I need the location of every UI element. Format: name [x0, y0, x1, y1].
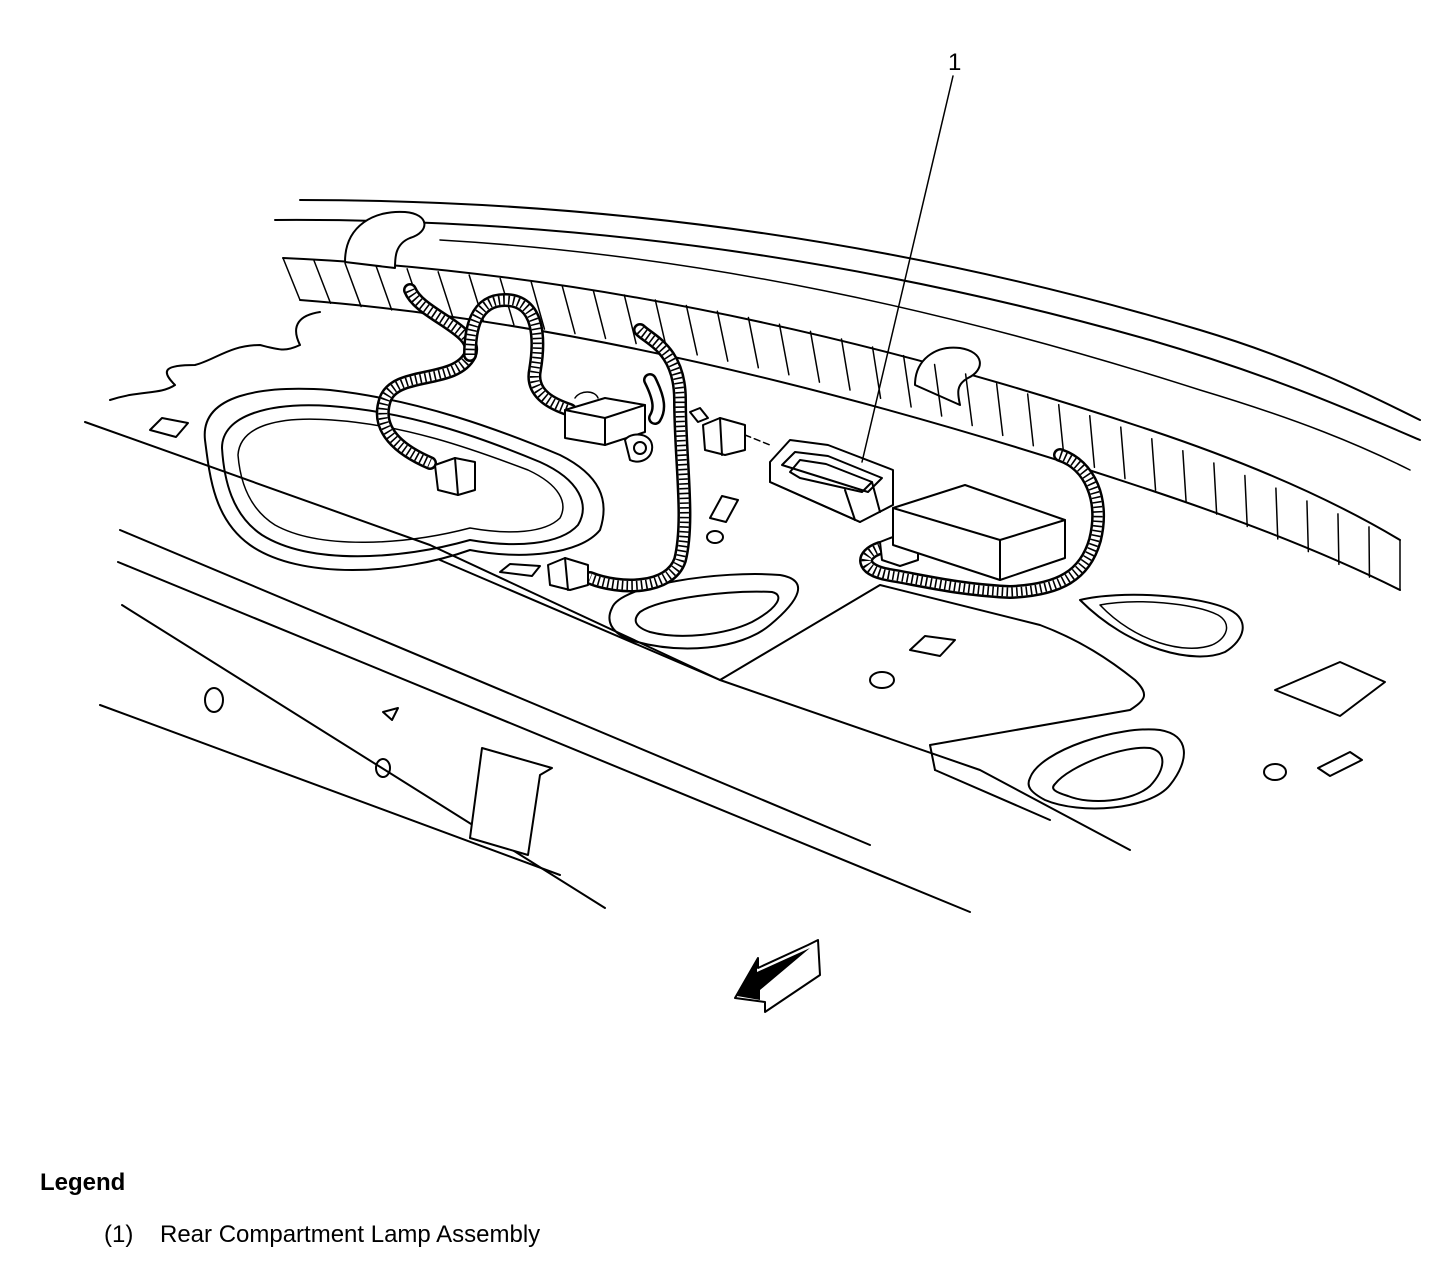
legend-item-label: Rear Compartment Lamp Assembly — [160, 1221, 541, 1248]
shelf-rib — [964, 373, 973, 427]
shelf-rib — [344, 262, 362, 308]
shelf-rib — [1088, 414, 1096, 469]
shelf-rib — [1306, 500, 1310, 553]
trim-clip-right — [914, 346, 981, 406]
shelf-rib — [623, 294, 637, 345]
shelf-rib — [933, 363, 943, 417]
shelf-rib — [530, 281, 546, 330]
shelf-rib — [1026, 393, 1035, 447]
rear-compartment-lamp-assembly — [769, 439, 894, 523]
shelf-rib — [592, 289, 607, 340]
shelf-rib — [654, 299, 668, 350]
shelf-rib — [375, 265, 393, 311]
shelf-rib — [1151, 438, 1157, 491]
shelf-rib — [1244, 474, 1248, 528]
shelf-rib — [282, 257, 301, 301]
vent-openings — [608, 573, 1244, 810]
module-box-right — [892, 484, 1066, 581]
forward-arrow-icon — [734, 939, 821, 1013]
wiring-harness — [375, 283, 1106, 599]
shelf-rib — [437, 271, 454, 318]
shelf-rib — [1213, 462, 1218, 515]
trim-clip-left — [344, 210, 426, 269]
shelf-rib — [1337, 513, 1340, 566]
shelf-rib — [561, 285, 576, 335]
rear-compartment-illustration: 1 — [84, 49, 1421, 1013]
shelf-rib — [716, 310, 729, 362]
spare-tire-well — [203, 387, 605, 571]
shelf-rib — [778, 323, 790, 376]
floor-slots — [149, 417, 1386, 856]
legend-item-number: (1) — [104, 1221, 134, 1248]
shelf-rib — [1182, 450, 1187, 503]
floor-panel — [84, 311, 1145, 913]
callout-1: 1 — [861, 49, 961, 463]
shelf-rib — [313, 259, 332, 305]
shelf-rib — [685, 304, 698, 356]
shelf-ribs — [282, 257, 1401, 591]
legend-item: (1) Rear Compartment Lamp Assembly — [40, 1218, 1420, 1252]
legend-title: Legend — [40, 1169, 126, 1196]
shelf-rib — [840, 338, 851, 391]
callout-number-1: 1 — [948, 49, 961, 76]
module-box-left — [564, 391, 654, 463]
shelf-rib — [902, 354, 912, 408]
shelf-rib — [1275, 487, 1279, 540]
shelf-rib — [995, 383, 1004, 437]
upper-trim-lines — [274, 199, 1421, 591]
shelf-rib — [747, 316, 760, 369]
legend: Legend (1) Rear Compartment Lamp Assembl… — [40, 1166, 1420, 1252]
shelf-rib — [809, 330, 821, 383]
shelf-rib — [1057, 403, 1065, 458]
shelf-rib — [1120, 426, 1126, 480]
harness-connectors — [434, 407, 919, 591]
